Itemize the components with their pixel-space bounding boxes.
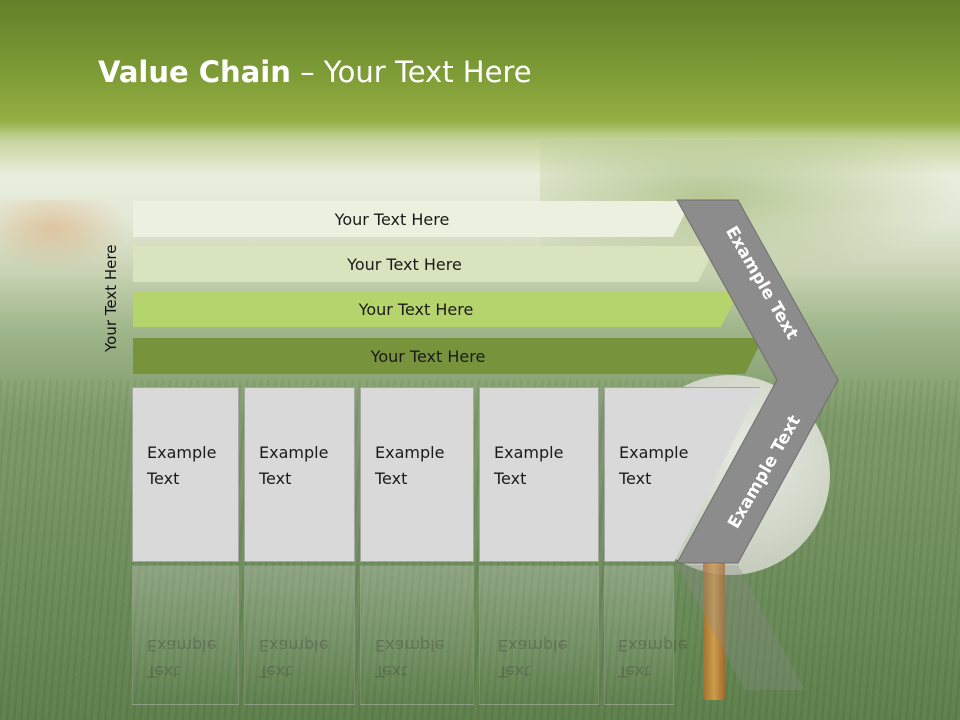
column-line-1: Example <box>494 443 564 462</box>
layer-label: Your Text Here <box>334 209 450 229</box>
column-reflection <box>479 565 599 705</box>
column-line-2: Text <box>494 469 527 488</box>
column-box-1: Example Text <box>132 387 239 562</box>
column-line-1: Example <box>259 443 329 462</box>
column-line-1: Example <box>619 443 689 462</box>
layer-bar-4: Your Text Here <box>132 337 764 375</box>
layer-bar-1: Your Text Here <box>132 200 692 238</box>
slide-title: Value Chain – Your Text Here <box>98 55 532 89</box>
title-bold: Value Chain <box>98 55 291 89</box>
column-line-2: Text <box>619 469 652 488</box>
side-label: Your Text Here <box>102 244 120 352</box>
column-line-1: Example <box>375 443 445 462</box>
title-rest: – Your Text Here <box>290 55 532 89</box>
layer-label: Your Text Here <box>358 299 474 319</box>
column-box-3: Example Text <box>360 387 474 562</box>
column-reflection <box>360 565 474 705</box>
layer-label: Your Text Here <box>370 346 486 366</box>
layer-bar-3: Your Text Here <box>132 290 740 328</box>
column-line-2: Text <box>147 469 180 488</box>
column-line-2: Text <box>375 469 408 488</box>
column-reflection <box>604 565 674 705</box>
column-line-1: Example <box>147 443 217 462</box>
column-line-2: Text <box>259 469 292 488</box>
column-box-2: Example Text <box>244 387 355 562</box>
column-reflection <box>244 565 355 705</box>
column-reflection <box>132 565 239 705</box>
layer-label: Your Text Here <box>347 254 462 274</box>
golf-tee-image <box>703 560 725 700</box>
column-box-4: Example Text <box>479 387 599 562</box>
layer-bar-2: Your Text Here <box>132 245 717 283</box>
